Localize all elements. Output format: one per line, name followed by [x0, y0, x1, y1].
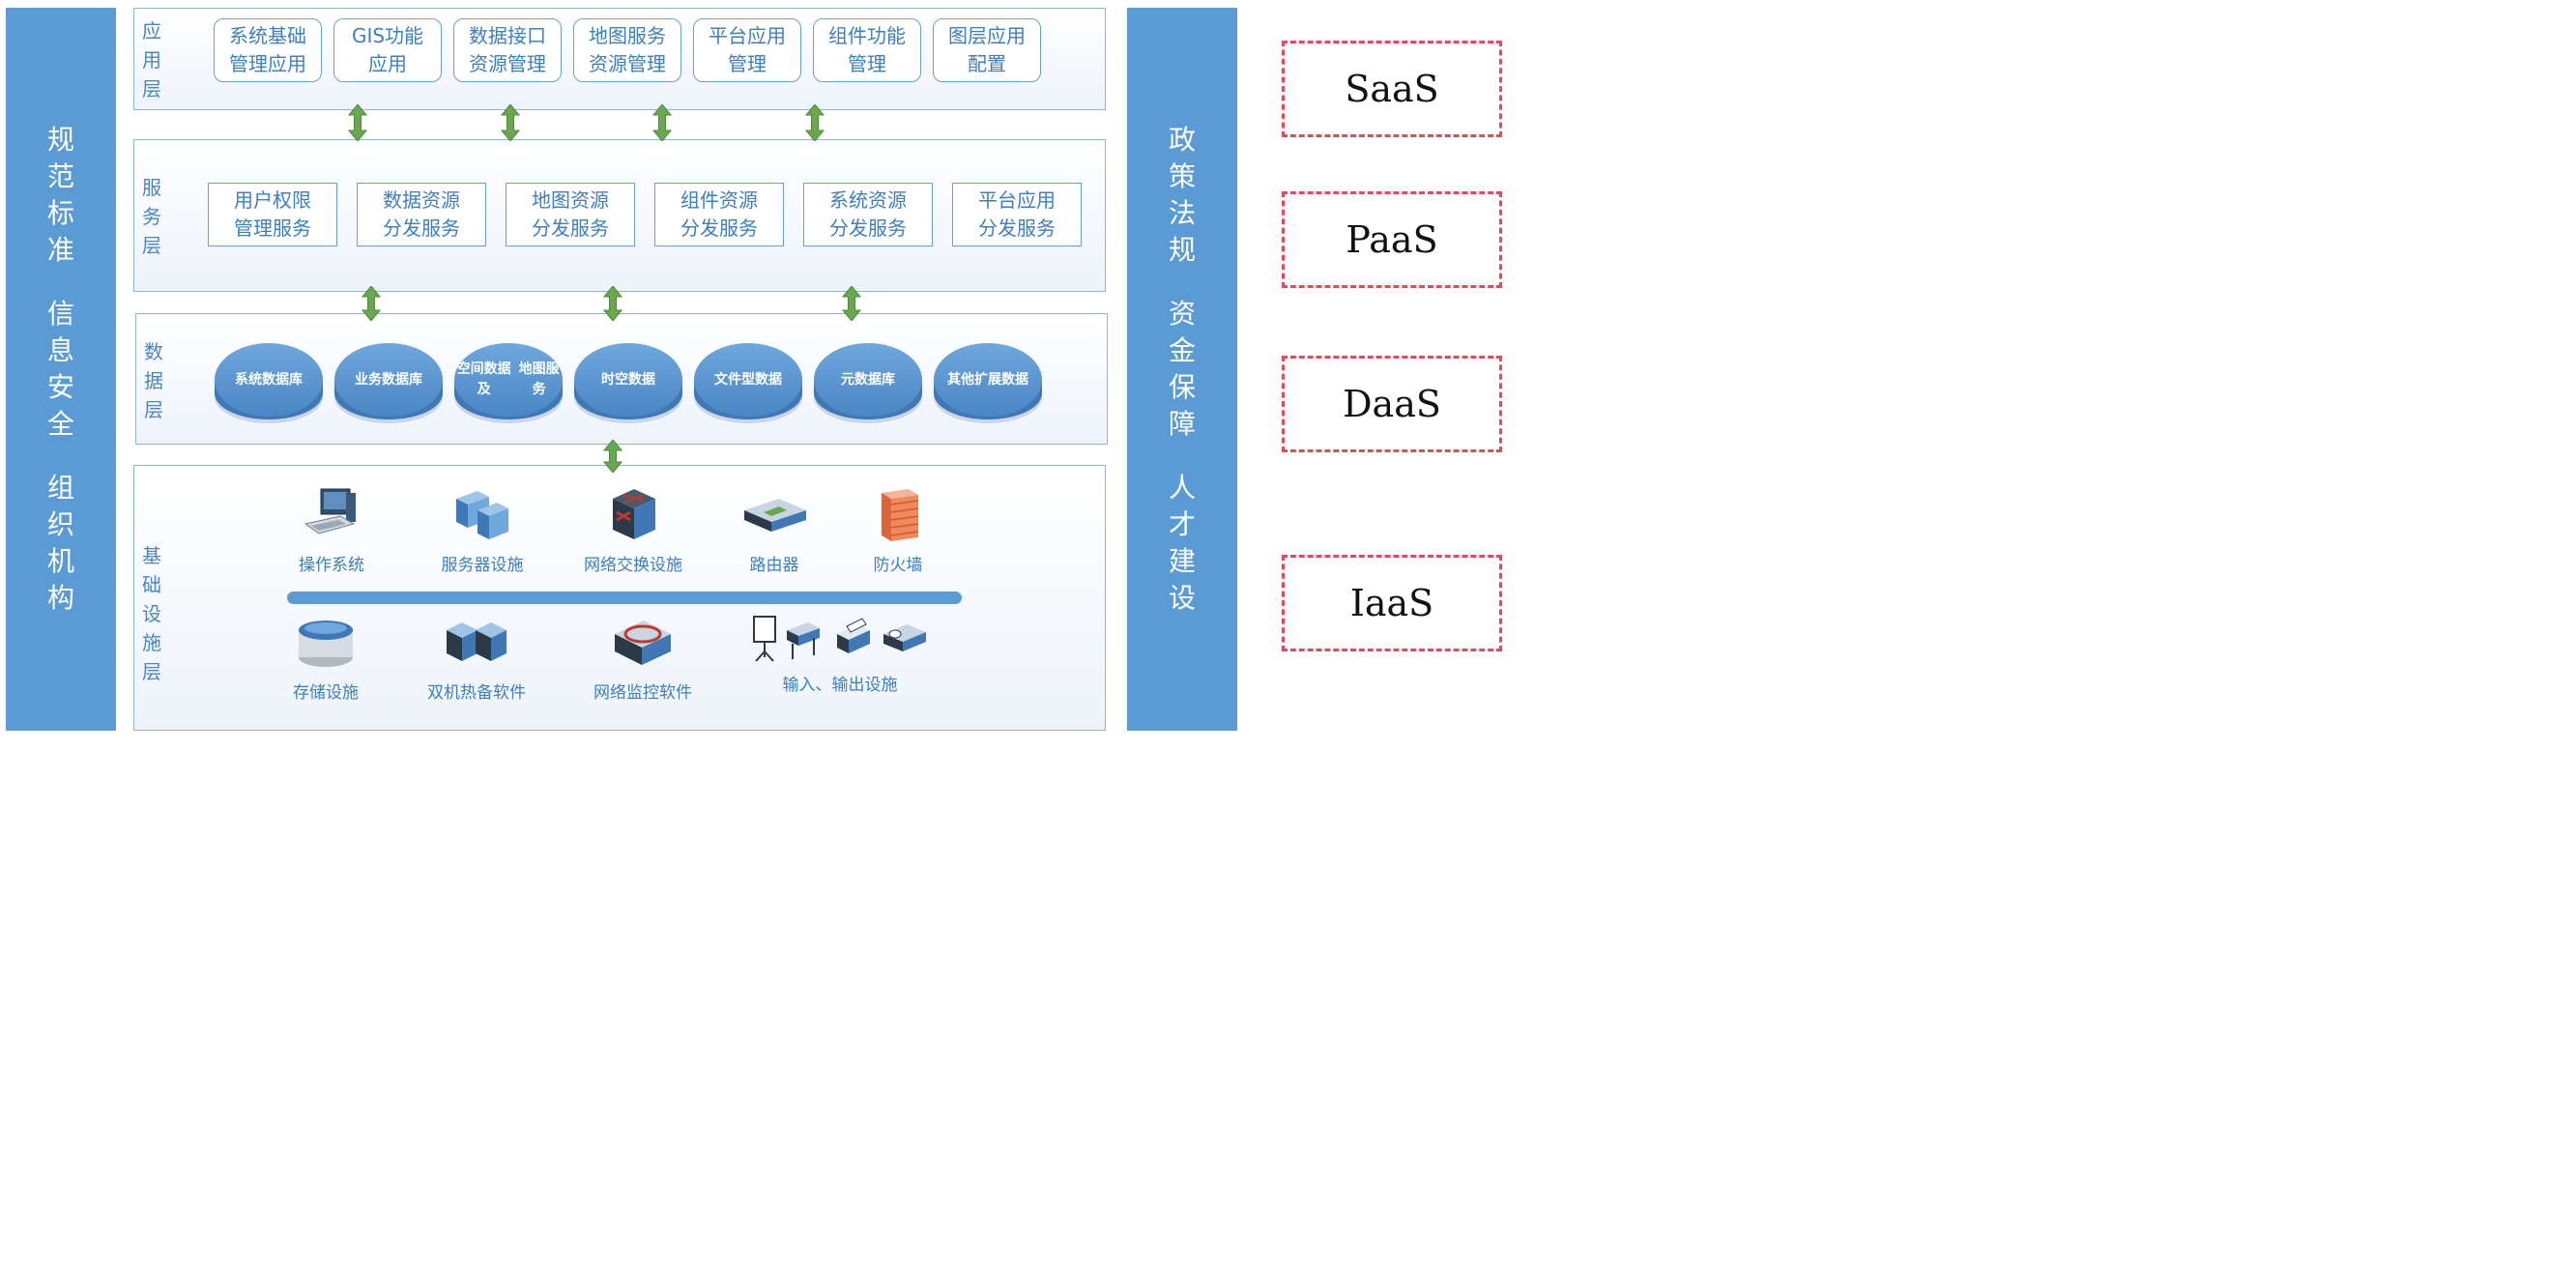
app-box-map-service: 地图服务资源管理: [573, 18, 681, 82]
database-label: 业务数据库: [355, 371, 422, 388]
server-icon: [405, 485, 560, 545]
arrow-app-service-4: [804, 103, 825, 142]
arrow-app-service-2: [500, 103, 521, 142]
firewall-icon: [821, 485, 975, 545]
arrow-app-service-3: [651, 103, 673, 142]
infrastructure-layer: 基础设施层 操作系统 服务器设施 网络交换设施 路由器 防火墙存储设施 双机热备软件 网络监…: [133, 465, 1106, 731]
infra-label: 操作系统: [299, 556, 364, 575]
left-group-organization: 组织机构: [46, 472, 74, 614]
infra-item-top: 路由器: [697, 485, 852, 575]
network-switch-icon: [556, 485, 710, 545]
svc-box-system-resource: 系统资源分发服务: [803, 183, 933, 246]
infra-label: 双机热备软件: [427, 683, 526, 703]
database-cylinder: 系统数据库: [214, 339, 324, 428]
service-layer-label: 服务层: [142, 176, 161, 257]
iaas-box: IaaS: [1282, 555, 1502, 651]
left-group-security: 信息安全: [46, 298, 74, 440]
application-layer-label: 应用层: [142, 19, 161, 101]
app-box-data-interface: 数据接口资源管理: [453, 18, 562, 82]
app-box-system-basic: 系统基础管理应用: [214, 18, 322, 82]
svc-box-map-resource: 地图资源分发服务: [506, 183, 635, 246]
infra-item-top: 网络交换设施: [556, 485, 710, 575]
database-label: 文件型数据: [714, 371, 782, 388]
infra-item-bottom: 输入、输出设施: [743, 613, 937, 695]
database-label: 其他扩展数据: [947, 371, 1028, 388]
application-layer: 应用层 系统基础管理应用 GIS功能应用 数据接口资源管理 地图服务资源管理 平…: [133, 8, 1106, 110]
io-devices-icon: [743, 613, 937, 665]
computer-icon: [254, 485, 409, 545]
infra-label: 存储设施: [293, 683, 359, 703]
database-cylinder: 空间数据及地图服务: [453, 339, 564, 428]
right-group-funding: 资金保障: [1168, 298, 1196, 440]
database-cylinder: 时空数据: [573, 339, 683, 428]
left-group-standards: 规范标准: [46, 124, 74, 266]
infra-label: 输入、输出设施: [782, 676, 898, 695]
router-icon: [697, 485, 852, 545]
app-box-component: 组件功能管理: [813, 18, 921, 82]
right-group-policy: 政策法规: [1168, 124, 1196, 266]
infra-label: 网络监控软件: [593, 683, 692, 703]
infra-item-top: 服务器设施: [405, 485, 560, 575]
infra-item-bottom: 网络监控软件: [565, 613, 720, 703]
service-layer: 服务层 用户权限管理服务 数据资源分发服务 地图资源分发服务 组件资源分发服务 …: [133, 139, 1106, 292]
paas-box: PaaS: [1282, 191, 1502, 288]
data-layer: 数据层 系统数据库 业务数据库 空间数据及地图服务 时空数据 文件型数据 元数据库 其他扩展…: [135, 313, 1108, 445]
left-sidebar: 规范标准 信息安全 组织机构: [6, 8, 116, 731]
data-layer-label: 数据层: [144, 340, 163, 421]
database-cylinder: 业务数据库: [333, 339, 444, 428]
infra-item-bottom: 存储设施: [248, 613, 403, 703]
dual-hot-standby-icon: [399, 613, 554, 673]
infra-label: 路由器: [749, 556, 799, 575]
infra-item-top: 操作系统: [254, 485, 409, 575]
saas-box: SaaS: [1282, 41, 1502, 137]
infra-label: 网络交换设施: [584, 556, 682, 575]
database-cylinder: 文件型数据: [693, 339, 803, 428]
infra-item-top: 防火墙: [821, 485, 975, 575]
arrow-service-data-2: [602, 285, 623, 322]
app-box-platform-app: 平台应用管理: [693, 18, 801, 82]
infra-label: 服务器设施: [441, 556, 524, 575]
daas-box: DaaS: [1282, 356, 1502, 452]
app-box-layer-config: 图层应用配置: [933, 18, 1041, 82]
infrastructure-bus: [287, 592, 962, 604]
svc-box-user-permission: 用户权限管理服务: [208, 183, 337, 246]
arrow-service-data-1: [361, 285, 382, 322]
svc-box-component-resource: 组件资源分发服务: [654, 183, 784, 246]
database-label: 系统数据库: [235, 371, 303, 388]
arrow-service-data-3: [841, 285, 862, 322]
arrow-app-service-1: [347, 103, 368, 142]
infra-label: 防火墙: [873, 556, 923, 575]
database-label: 时空数据: [601, 371, 655, 388]
right-sidebar: 政策法规 资金保障 人才建设: [1127, 8, 1237, 731]
app-box-gis: GIS功能应用: [333, 18, 442, 82]
database-cylinder: 元数据库: [813, 339, 923, 428]
database-label: 空间数据及地图服务: [456, 361, 560, 397]
storage-icon: [248, 613, 403, 673]
right-group-talent: 人才建设: [1168, 472, 1196, 614]
infrastructure-layer-label: 基础设施层: [142, 544, 161, 683]
database-cylinder: 其他扩展数据: [933, 339, 1043, 428]
network-monitor-icon: [565, 613, 720, 673]
svc-box-data-resource: 数据资源分发服务: [357, 183, 486, 246]
arrow-data-infra: [602, 439, 623, 474]
svc-box-platform-app: 平台应用分发服务: [952, 183, 1082, 246]
infra-item-bottom: 双机热备软件: [399, 613, 554, 703]
database-label: 元数据库: [841, 371, 895, 388]
